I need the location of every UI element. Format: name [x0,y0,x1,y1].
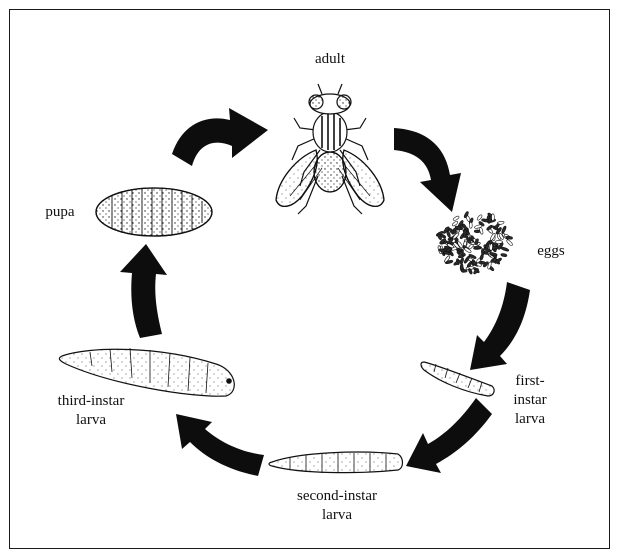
arrow-third-to-pupa [120,244,167,338]
arrow-adult-to-eggs [394,128,461,212]
third-instar-larva-illustration [59,348,234,396]
label-pupa: pupa [36,203,84,222]
egg [460,258,465,265]
label-eggs: eggs [529,242,573,261]
egg [501,253,508,257]
arrow-pupa-to-adult [172,108,268,166]
egg [453,215,460,221]
adult-fly-illustration [276,84,384,214]
eggs-illustration [436,211,514,275]
label-second-instar-line2: larva [272,506,402,525]
egg [501,226,507,234]
arrow-second-to-third-instar [176,414,264,476]
label-first-instar-line3: larva [504,410,556,429]
egg [506,239,513,246]
label-first-instar-line2: instar [504,391,556,410]
label-first-instar-larva: first- instar larva [504,372,556,429]
label-adult: adult [306,50,354,69]
egg [461,269,467,272]
egg [481,249,484,256]
egg [500,246,509,252]
egg [469,222,472,228]
label-third-instar-larva: third-instar larva [36,392,146,430]
arrow-eggs-to-first-instar [470,282,530,370]
label-third-instar-line1: third-instar [36,392,146,411]
label-second-instar-larva: second-instar larva [272,487,402,525]
arrow-first-to-second-instar [406,398,492,473]
pupa-illustration [96,188,212,236]
label-second-instar-line1: second-instar [272,487,402,506]
egg [492,214,495,221]
egg [479,227,483,234]
label-third-instar-line2: larva [36,411,146,430]
label-first-instar-line1: first- [504,372,556,391]
egg [452,221,459,227]
second-instar-larva-illustration [269,452,403,473]
